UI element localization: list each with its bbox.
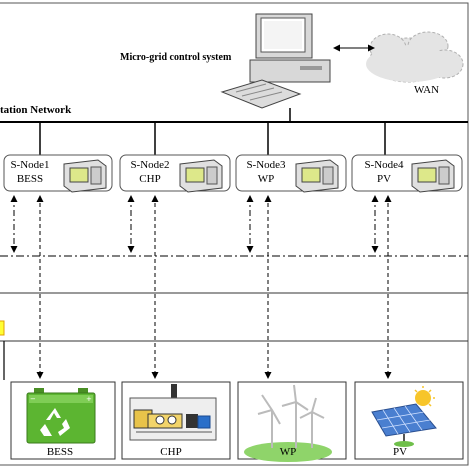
- highlight-box: [0, 320, 5, 336]
- node-name-4: S-Node4: [364, 159, 404, 171]
- device-label-wp: WP: [279, 446, 297, 458]
- wan-cloud-icon: [366, 31, 464, 83]
- node-name-2: S-Node2: [130, 159, 170, 171]
- chp-engine-icon: [129, 384, 217, 441]
- battery-recycle-icon: − +: [26, 388, 96, 444]
- node-name-3: S-Node3: [246, 159, 286, 171]
- device-label-pv: PV: [392, 446, 408, 458]
- node-box-3: [235, 154, 347, 193]
- meter-icon: [63, 159, 107, 193]
- node-type-3: WP: [257, 173, 275, 185]
- device-label-bess: BESS: [46, 446, 74, 458]
- node-name-1: S-Node1: [10, 159, 50, 171]
- node-box-4: [351, 154, 463, 193]
- node-box-2: [119, 154, 231, 193]
- device-link-arrows: [36, 195, 392, 379]
- svg-text:+: +: [86, 395, 92, 403]
- node-type-4: PV: [376, 173, 392, 185]
- network-label: tation Network: [0, 104, 72, 116]
- meter-icon: [179, 159, 223, 193]
- node-box-1: [3, 154, 113, 193]
- wan-label: WAN: [414, 84, 440, 96]
- meter-icon: [411, 159, 455, 193]
- diagram-frame: [0, 2, 469, 466]
- solar-panel-icon: [371, 386, 437, 447]
- svg-text:−: −: [30, 395, 36, 403]
- control-arrows: [10, 195, 379, 253]
- device-label-chp: CHP: [160, 446, 182, 458]
- meter-icon: [295, 159, 339, 193]
- node-type-2: CHP: [139, 173, 161, 185]
- wind-turbine-icon: [244, 384, 332, 462]
- computer-icon: [220, 13, 331, 109]
- node-type-1: BESS: [16, 173, 44, 185]
- control-system-label: Micro-grid control system: [120, 52, 232, 63]
